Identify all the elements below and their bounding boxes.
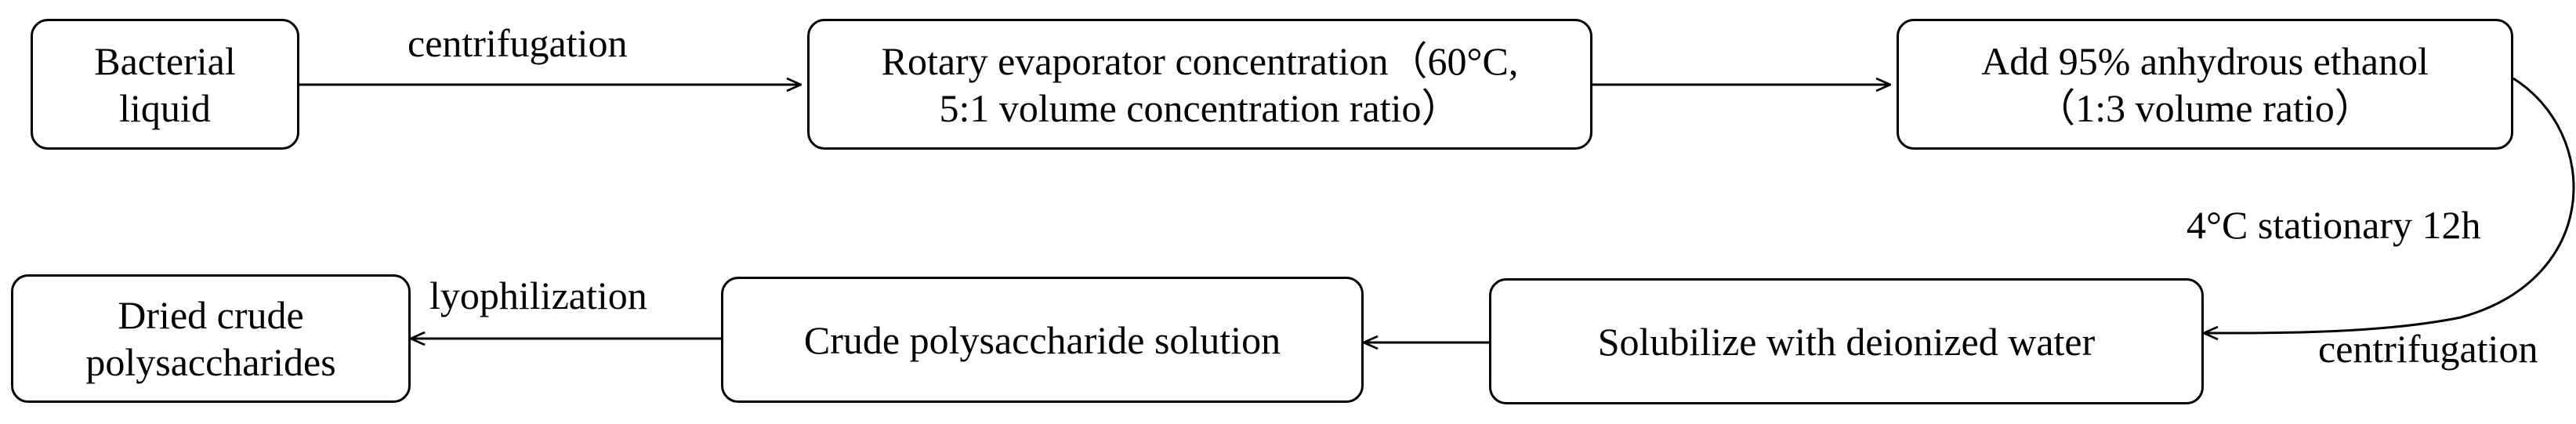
node-bacterial-liquid-label: Bacterial liquid: [94, 38, 236, 130]
node-rotary-evaporator-label: Rotary evaporator concentration（60°C, 5:…: [881, 38, 1519, 130]
node-bacterial-liquid: Bacterial liquid: [31, 19, 299, 150]
node-add-ethanol: Add 95% anhydrous ethanol （1:3 volume ra…: [1897, 19, 2513, 150]
node-solubilize: Solubilize with deionized water: [1489, 278, 2204, 404]
node-crude-solution-label: Crude polysaccharide solution: [803, 317, 1281, 362]
node-dried-crude-label: Dried crude polysaccharides: [85, 293, 336, 384]
edge-label-lyophilization: lyophilization: [429, 274, 647, 317]
node-crude-solution: Crude polysaccharide solution: [721, 277, 1364, 403]
node-rotary-evaporator: Rotary evaporator concentration（60°C, 5:…: [807, 19, 1592, 150]
edge-label-stationary: 4°C stationary 12h: [2187, 203, 2481, 247]
node-dried-crude: Dried crude polysaccharides: [11, 274, 411, 403]
edge-label-centrifugation-bottom: centrifugation: [2318, 327, 2538, 371]
edge-label-centrifugation-top: centrifugation: [408, 21, 628, 65]
arrow-ethanol-to-solubilize: [2204, 77, 2575, 333]
node-add-ethanol-label: Add 95% anhydrous ethanol （1:3 volume ra…: [1981, 38, 2429, 130]
node-solubilize-label: Solubilize with deionized water: [1597, 319, 2096, 364]
